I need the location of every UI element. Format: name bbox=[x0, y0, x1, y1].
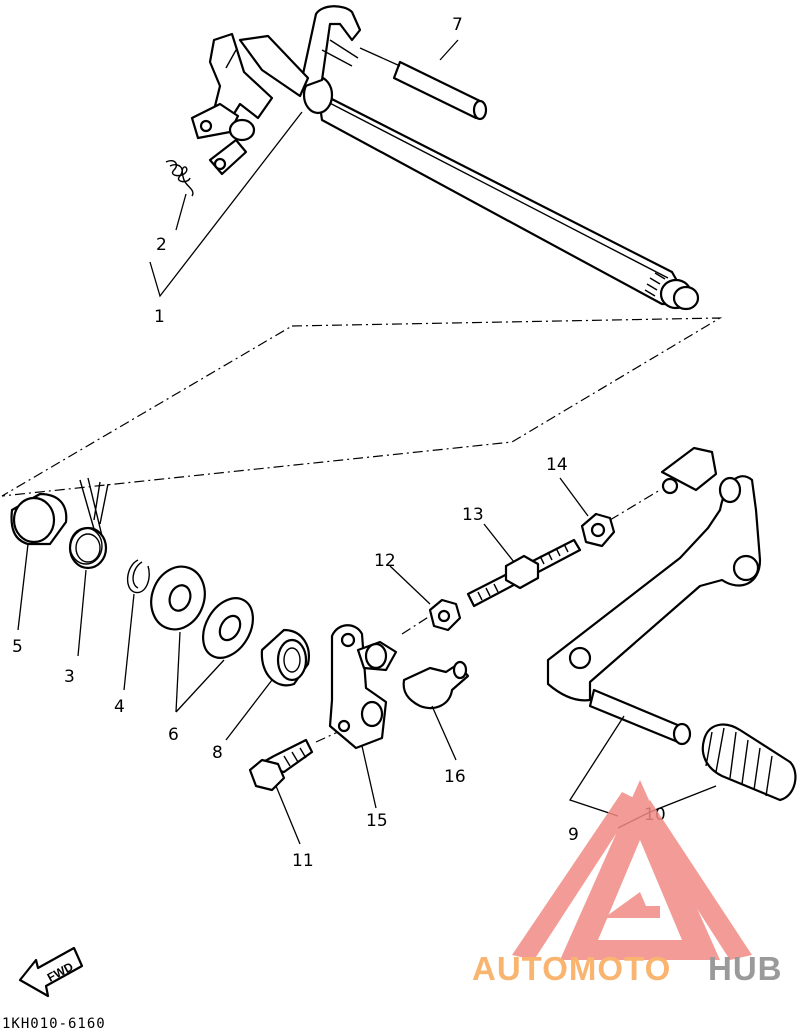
callout-5: 5 bbox=[12, 637, 23, 657]
callout-11: 11 bbox=[292, 851, 314, 871]
shift-rod bbox=[466, 538, 582, 608]
callout-7: 7 bbox=[452, 15, 463, 35]
watermark-text-automoto: AUTOMOTO bbox=[472, 950, 671, 987]
callout-12: 12 bbox=[374, 551, 396, 571]
return-spring-small bbox=[165, 160, 194, 197]
shift-arm-clamp bbox=[328, 624, 398, 750]
callout-6: 6 bbox=[168, 725, 179, 745]
torsion-spring bbox=[68, 477, 109, 570]
washer-a bbox=[150, 565, 206, 631]
assembly-boundary bbox=[1, 317, 723, 497]
watermark-text-hub: HUB bbox=[708, 950, 783, 987]
rod-boot bbox=[402, 660, 470, 710]
pedal-rubber bbox=[701, 723, 797, 802]
bolt bbox=[248, 738, 314, 792]
shift-arm bbox=[190, 5, 362, 176]
callout-15: 15 bbox=[366, 811, 388, 831]
fwd-arrow: FWD bbox=[18, 946, 84, 998]
callout-8: 8 bbox=[212, 743, 223, 763]
callout-2: 2 bbox=[156, 235, 167, 255]
oil-seal bbox=[260, 628, 310, 687]
pin bbox=[392, 60, 488, 121]
washer-b bbox=[202, 597, 254, 659]
diagram-code: 1KH010-6160 bbox=[2, 1016, 106, 1032]
callout-14: 14 bbox=[546, 455, 568, 475]
automotohub-logo bbox=[512, 780, 752, 960]
callout-9: 9 bbox=[568, 825, 579, 845]
callout-13: 13 bbox=[462, 505, 484, 525]
circlip bbox=[127, 559, 150, 594]
collar bbox=[10, 492, 68, 546]
shift-shaft bbox=[302, 75, 700, 311]
leader-lines bbox=[17, 39, 717, 845]
locknut bbox=[580, 512, 616, 548]
callout-3: 3 bbox=[64, 667, 75, 687]
callout-4: 4 bbox=[114, 697, 125, 717]
callout-16: 16 bbox=[444, 767, 466, 787]
nut bbox=[428, 598, 462, 632]
callout-1: 1 bbox=[154, 307, 165, 327]
shift-pedal bbox=[546, 446, 762, 746]
